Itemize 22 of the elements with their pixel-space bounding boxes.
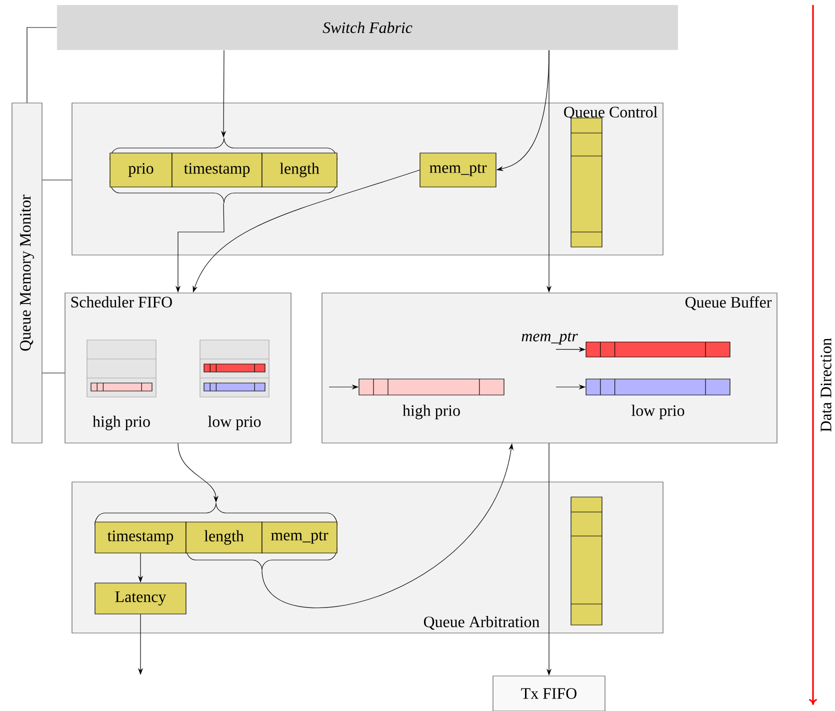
field-box: timestamp bbox=[94, 522, 186, 554]
field-box: timestamp bbox=[172, 152, 262, 188]
brace-outline bbox=[94, 502, 338, 570]
axis-label: Data Direction bbox=[820, 338, 832, 432]
stack-bar bbox=[570, 496, 602, 626]
field-box: length bbox=[262, 152, 338, 188]
queue-label: low prio bbox=[632, 404, 684, 420]
monitor-box: Queue Memory Monitor bbox=[12, 102, 42, 444]
brace-outline bbox=[110, 138, 338, 204]
stack-bar bbox=[570, 118, 602, 248]
queue-label: low prio bbox=[208, 416, 261, 430]
field-box: mem_ptr bbox=[262, 522, 338, 554]
fabric-band: Switch Fabric bbox=[57, 5, 678, 50]
field-box: Latency bbox=[94, 582, 186, 614]
queue-label: high prio bbox=[92, 416, 150, 430]
field-box: mem_ptr bbox=[420, 152, 496, 188]
queue-label: high prio bbox=[402, 404, 460, 420]
field-box: length bbox=[186, 522, 262, 554]
queue-bar bbox=[586, 342, 730, 358]
fifo-box: Tx FIFO bbox=[492, 676, 606, 711]
field-box: prio bbox=[110, 152, 172, 188]
pointer-label: mem_ptr bbox=[522, 332, 578, 345]
